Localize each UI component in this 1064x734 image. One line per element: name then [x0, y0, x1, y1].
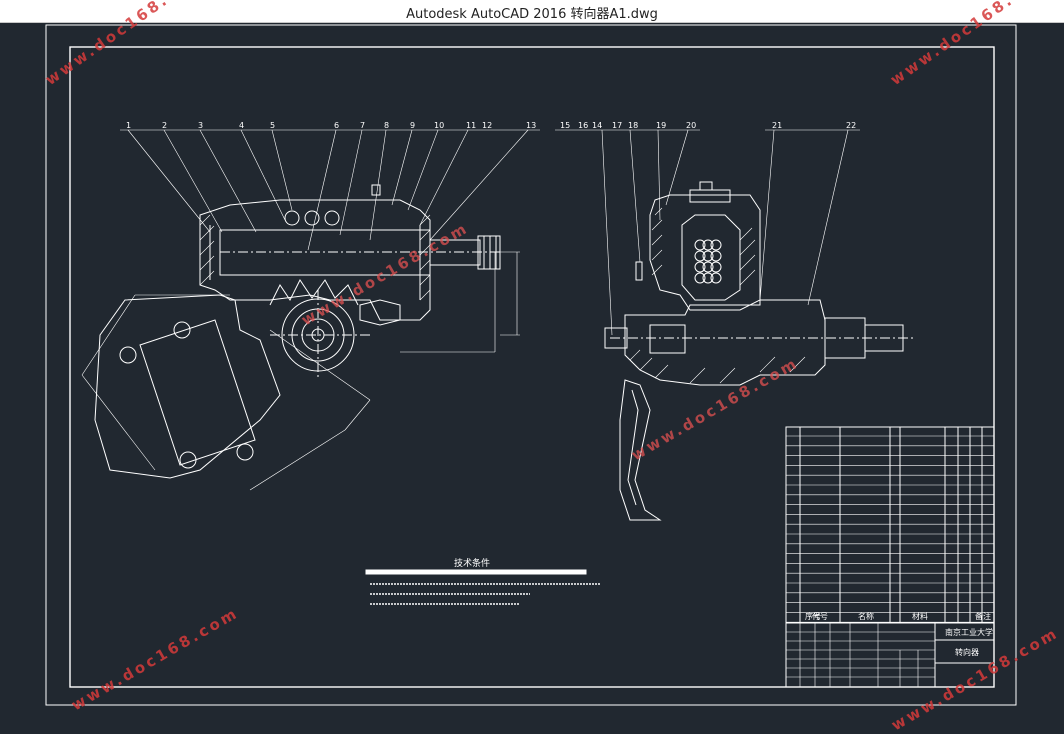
callout-label: 16	[578, 121, 588, 130]
callout-label: 11	[466, 121, 476, 130]
header-name: 名称	[858, 611, 874, 621]
window-title: Autodesk AutoCAD 2016 转向器A1.dwg	[406, 7, 658, 22]
parts-list	[785, 426, 995, 624]
left-section-view	[81, 184, 520, 491]
callout-label: 2	[162, 121, 167, 130]
callout-label: 4	[239, 121, 244, 130]
header-material: 材料	[912, 611, 928, 621]
title-bar: Autodesk AutoCAD 2016 转向器A1.dwg	[0, 0, 1064, 23]
title-block	[785, 622, 995, 688]
callout-label: 7	[360, 121, 365, 130]
callout-label: 9	[410, 121, 415, 130]
header-seq: 序号	[805, 611, 821, 621]
part-name: 转向器	[955, 647, 979, 657]
right-leader-lines	[555, 129, 860, 336]
callout-label: 6	[334, 121, 339, 130]
callout-label: 13	[526, 121, 536, 130]
school-name: 南京工业大学	[945, 627, 993, 637]
callout-label: 3	[198, 121, 203, 130]
inner-border	[69, 46, 995, 688]
callout-label: 12	[482, 121, 492, 130]
left-leader-lines	[120, 129, 540, 251]
callout-label: 17	[612, 121, 622, 130]
callout-label: 18	[628, 121, 638, 130]
technical-notes	[365, 569, 600, 605]
callout-label: 8	[384, 121, 389, 130]
callout-label: 10	[434, 121, 444, 130]
callout-label: 5	[270, 121, 275, 130]
outer-border	[45, 24, 1017, 706]
header-remark: 备注	[975, 611, 991, 621]
header-code: 代号	[812, 611, 828, 621]
notes-title: 技术条件	[454, 557, 490, 569]
right-section-view	[604, 181, 915, 521]
callout-label: 15	[560, 121, 570, 130]
callout-label: 14	[592, 121, 602, 130]
callout-label: 20	[686, 121, 696, 130]
callout-label: 22	[846, 121, 856, 130]
callout-label: 19	[656, 121, 666, 130]
callout-label: 1	[126, 121, 131, 130]
callout-label: 21	[772, 121, 782, 130]
